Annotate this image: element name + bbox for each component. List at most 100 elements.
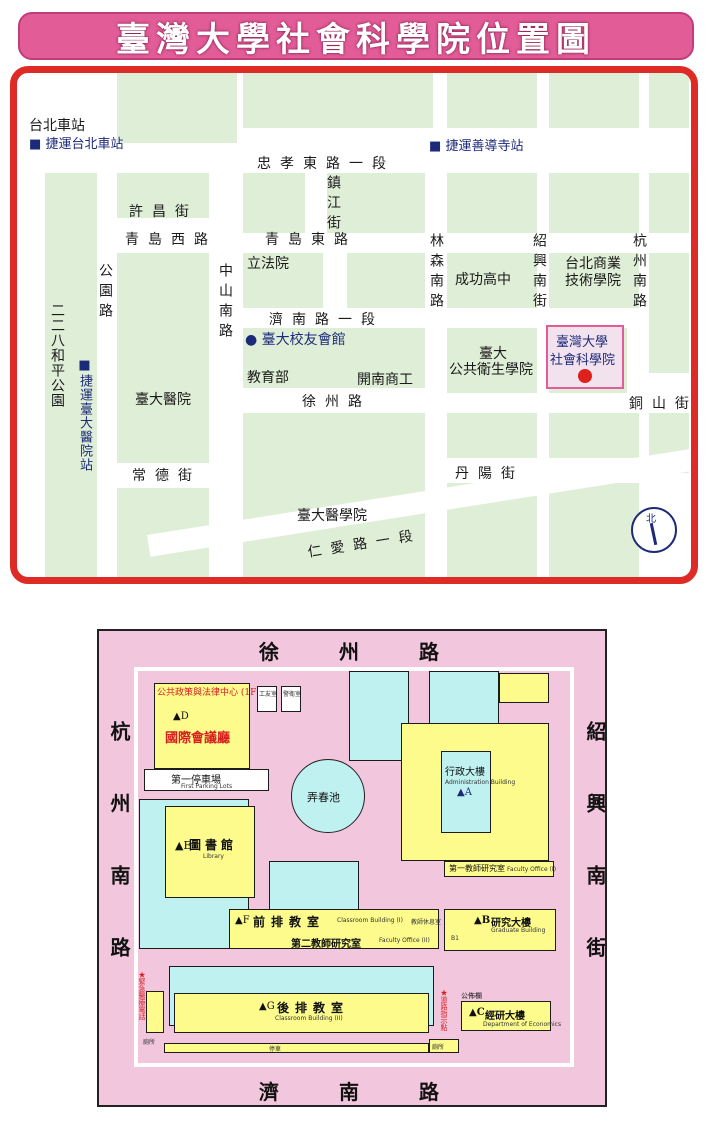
small-1-label: 工友室: [259, 691, 278, 698]
road-shaoxing: 紹興南街: [531, 233, 547, 313]
research-cn: 研究大樓: [491, 918, 531, 929]
target-dot-icon: [578, 369, 592, 383]
back-en: Classroom Building (II): [275, 1015, 343, 1022]
parking-lot-1-cn: 第一停車場: [171, 775, 221, 786]
map-block: [649, 73, 689, 128]
bulletin-label: 公佈欄: [461, 992, 482, 1000]
target-box: 臺灣大學 社會科學院: [546, 325, 624, 389]
public-health-label-2: 公共衛生學院: [449, 362, 533, 378]
mrt-ntuh-label: ■捷運臺大醫院站: [77, 358, 92, 472]
street-map: 台北車站 ■ 捷運台北車站 ■ 捷運善導寺站 忠孝東路一段 許昌街 青島西路 青…: [10, 66, 698, 584]
public-health-label-1: 臺大: [479, 346, 507, 362]
campus-road-bottom: 濟南路: [259, 1080, 499, 1104]
admin-en-label: Administration Building: [445, 779, 516, 786]
map-block: [447, 253, 537, 308]
road-xuchang: 許昌街: [129, 204, 198, 220]
north-arrow-icon: 北: [631, 507, 677, 553]
road-qingdao-e: 青島東路: [265, 232, 357, 248]
map-block: [447, 328, 537, 393]
alumni-label: ● 臺大校友會館: [245, 332, 346, 348]
target-label-1: 臺灣大學: [556, 335, 609, 350]
campus-map: 徐州路 濟南路 杭州南路 紹興南街 公共政策與法律中心 (1F) ▲D 國際會議…: [97, 629, 607, 1107]
map-block: [549, 413, 639, 458]
grass-middle: [269, 861, 359, 911]
research-en: Graduate Building: [491, 927, 546, 934]
map-block: [549, 73, 639, 128]
research-marker: ▲B: [474, 915, 491, 926]
map-block: [243, 173, 305, 233]
north-label: 北: [646, 514, 656, 525]
map-block: [117, 173, 209, 218]
restroom-left-label: 廁所: [143, 1039, 156, 1046]
building-c: [461, 1001, 551, 1031]
grass-top: [349, 671, 409, 761]
pond-label: 弄春池: [307, 791, 340, 804]
economics-marker: ▲C: [469, 1007, 485, 1018]
front-cn: 前排教室: [253, 915, 326, 929]
target-label-2: 社會科學院: [550, 353, 616, 368]
business-label-1: 台北商業: [565, 256, 621, 272]
mrt-train-icon: ■: [29, 137, 42, 152]
road-changde: 常德街: [132, 468, 201, 484]
road-qingdao-w: 青島西路: [125, 232, 217, 248]
parking-strip-label: 停車: [269, 1046, 282, 1053]
map-block: [549, 253, 639, 308]
park-label: 二二八和平公園: [49, 303, 65, 408]
road-danyang: 丹陽街: [455, 466, 524, 482]
research-b1: B1: [451, 935, 459, 942]
building-a-courtyard: [441, 751, 491, 833]
library-en: Library: [203, 853, 224, 860]
map-block: [447, 73, 537, 128]
legislative-label: 立法院: [247, 256, 289, 272]
north-needle: [649, 522, 658, 546]
economics-en: Department of Economics: [483, 1021, 562, 1028]
road-jinan: 濟南路一段: [269, 312, 384, 328]
front-en: Classroom Building (I): [337, 917, 403, 924]
hospital-label: 臺大醫院: [135, 392, 191, 408]
map-block: [649, 173, 689, 233]
library-marker: ▲E: [175, 839, 192, 852]
restroom-bottom-label: 廁所: [432, 1044, 445, 1051]
med-school-label: 臺大醫學院: [297, 508, 367, 524]
intl-hall-label: 國際會議廳: [165, 731, 231, 746]
road-gongyuan: 公園路: [97, 263, 113, 323]
mrt-train-icon: ■: [77, 358, 92, 374]
parking-lot-1-en: First Parking Lots: [181, 783, 233, 790]
campus-road-left: 杭州南路: [107, 721, 131, 1009]
map-block: [549, 483, 639, 577]
road-zhenjiang: 鎮江街: [325, 175, 341, 235]
road-zhongshan: 中山南路: [217, 263, 233, 343]
campus-road-top: 徐州路: [259, 640, 499, 664]
faculty-1-cn: 第一教師研究室: [449, 864, 505, 873]
restroom-bottom: [429, 1039, 459, 1053]
pond: [291, 759, 365, 833]
building-top-right: [499, 673, 549, 703]
map-block: [117, 253, 209, 463]
back-cn: 後排教室: [277, 1001, 350, 1015]
policy-center-label: 公共政策與法律中心 (1F): [157, 688, 260, 698]
economics-cn: 經研大樓: [485, 1011, 525, 1022]
building-f: [229, 909, 439, 949]
business-label-2: 技術學院: [565, 273, 621, 289]
taipei-station-label: 台北車站: [29, 118, 85, 134]
chenggong-label: 成功高中: [455, 272, 511, 288]
map-block: [117, 73, 237, 143]
building-g: [174, 993, 429, 1033]
teacher-lounge: 教師休息室: [411, 919, 442, 926]
road-linsen: 林森南路: [428, 233, 444, 313]
front-marker: ▲F: [235, 915, 250, 926]
library-cn: 圖書館: [189, 838, 238, 852]
guide-point-label: ★道路指示點: [440, 989, 448, 1031]
map-block: [243, 73, 433, 128]
parking-strip: [164, 1043, 429, 1053]
map-block: [649, 253, 689, 373]
title-banner: 臺灣大學社會科學院位置圖: [18, 12, 694, 60]
education-label: 教育部: [247, 370, 289, 386]
faculty-2-en: Faculty Office (II): [379, 937, 430, 944]
small-2-label: 警衛室: [283, 691, 302, 698]
page-title: 臺灣大學社會科學院位置圖: [116, 19, 596, 60]
building-d: [154, 683, 250, 769]
mrt-taipei-label: ■ 捷運台北車站: [29, 137, 124, 152]
building-small-2: [281, 686, 301, 712]
building-d-marker: ▲D: [173, 711, 189, 722]
